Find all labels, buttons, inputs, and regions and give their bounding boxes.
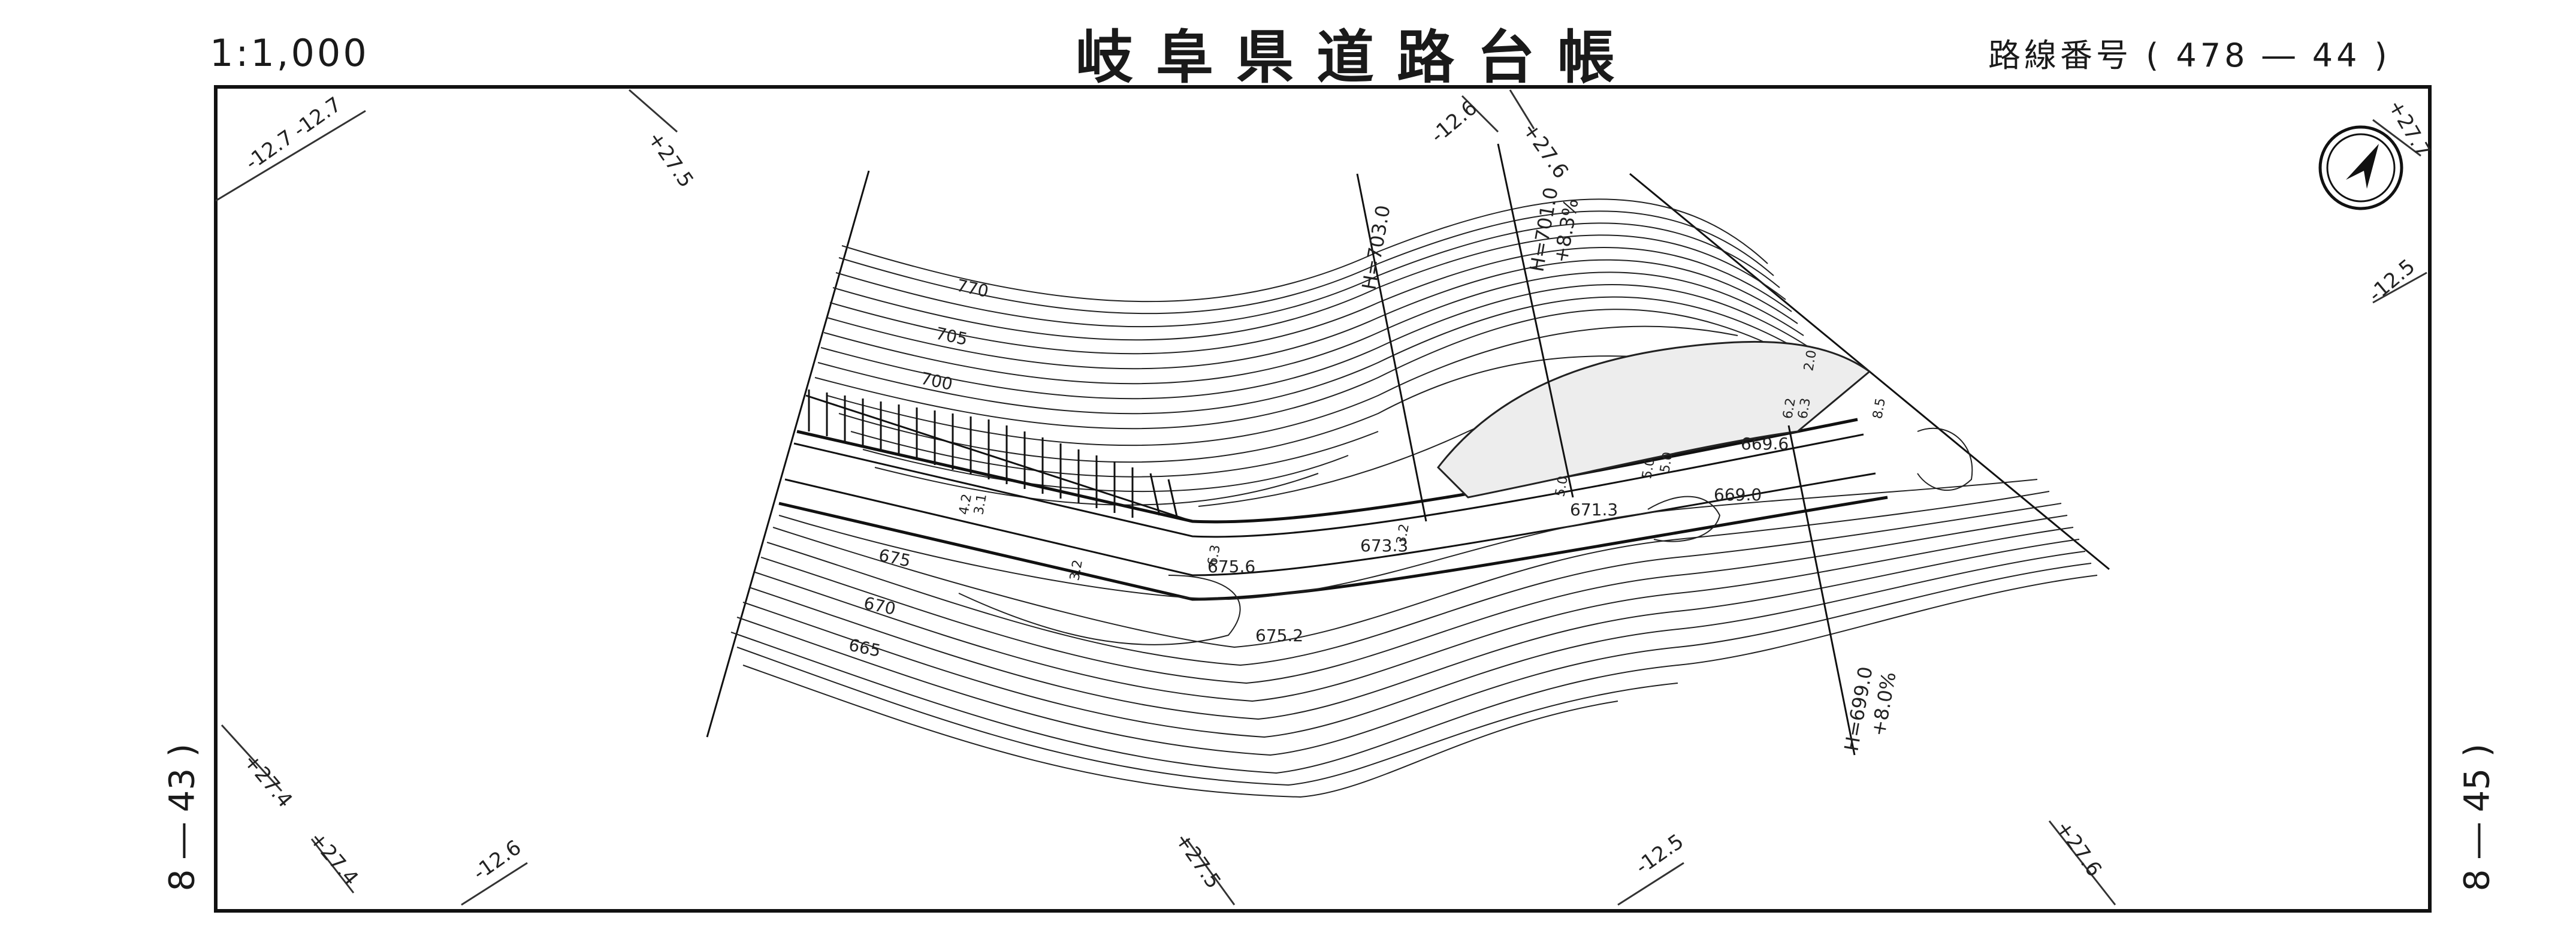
profile-line-2 xyxy=(1497,143,1574,498)
grid-tick-label: -12.6 xyxy=(469,835,526,885)
road-dimension: 4.2 xyxy=(956,493,975,516)
elevation-label: 669.6 xyxy=(1741,434,1789,454)
road-dimension: 6.3 xyxy=(1205,544,1224,567)
grid-tick-label: +27.5 xyxy=(1170,828,1226,893)
elevation-label: 671.3 xyxy=(1570,500,1618,520)
grid-tick-label: -12.5 xyxy=(1631,829,1688,879)
contour-label: 700 xyxy=(919,369,955,394)
adjacent-sheet-left: 8 ― 43 ) xyxy=(161,743,203,892)
grid-tick-label: +27.6 xyxy=(1518,118,1574,183)
road-dimension: 6.2 xyxy=(1780,397,1799,420)
contour-label: 670 xyxy=(862,593,898,619)
elevation-label: 675.2 xyxy=(1255,626,1303,645)
grid-tick-label: +27.4 xyxy=(304,827,363,890)
road-dimension: 3.2 xyxy=(1067,558,1086,582)
north-arrow-icon xyxy=(2318,125,2403,210)
road-dimension: 2.0 xyxy=(1801,349,1820,372)
profile-line-1 xyxy=(1356,173,1427,522)
grid-tick-label: -12.6 xyxy=(1426,96,1482,148)
route-number: 路線番号 ( 478 ― 44 ) xyxy=(1988,37,2391,74)
retaining-wall xyxy=(805,390,1193,523)
elevation-label: 673.3 xyxy=(1360,536,1408,555)
road-dimension: 5.0 xyxy=(1553,475,1571,498)
profile-line-3 xyxy=(1787,425,1856,756)
road-dimension: 3.2 xyxy=(1394,523,1412,546)
map-scale: 1:1,000 xyxy=(210,31,369,75)
road-dimension: 5.0 xyxy=(1639,457,1658,480)
lower-contours xyxy=(730,427,2098,798)
elevation-label: 675.6 xyxy=(1207,557,1255,576)
road xyxy=(778,418,1888,601)
road-dimension: 5.0 xyxy=(1657,451,1676,474)
road-dimension: 8.5 xyxy=(1870,397,1889,420)
road-dimension: 3.1 xyxy=(971,493,990,516)
grid-tick-label: +27.4 xyxy=(238,749,297,813)
grid-tick-label: -12.7 xyxy=(289,92,346,142)
elevation-label: 669.0 xyxy=(1714,485,1762,505)
map-frame xyxy=(214,85,2432,913)
grid-tick-label: +27.5 xyxy=(643,127,699,192)
contour-label: 675 xyxy=(877,545,913,571)
grid-tick-label: +27.6 xyxy=(2051,816,2107,881)
road-dimension: 6.3 xyxy=(1795,397,1814,420)
adjacent-sheet-right: 8 ― 45 ) xyxy=(2456,743,2498,892)
contour-label: 770 xyxy=(955,276,990,301)
page-title: 岐阜県道路台帳 xyxy=(1076,23,1638,91)
